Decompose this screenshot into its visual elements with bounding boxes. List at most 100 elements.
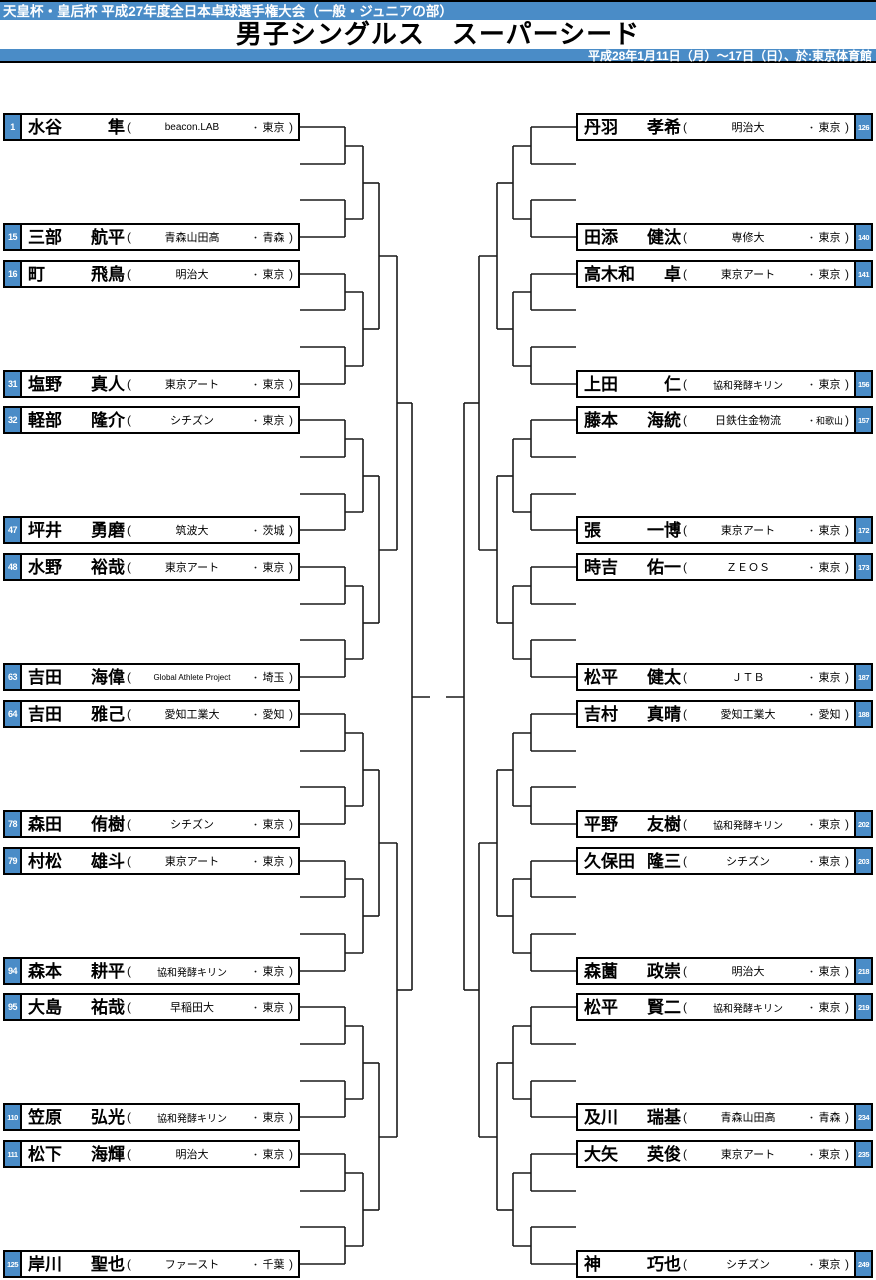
region: 青森 bbox=[262, 232, 285, 244]
paren-close: ) bbox=[289, 1147, 293, 1161]
affiliation: 協和発酵キリン bbox=[712, 820, 783, 832]
player-name: 吉村真晴 bbox=[584, 704, 681, 724]
paren-close: ) bbox=[289, 413, 293, 427]
player-info: 軽部隆介(シチズン・東京) bbox=[22, 408, 298, 432]
paren-close: ) bbox=[289, 817, 293, 831]
paren-close: ) bbox=[289, 377, 293, 391]
affiliation: 東京アート bbox=[720, 525, 776, 537]
player-info: 松下海輝(明治大・東京) bbox=[22, 1142, 298, 1166]
player-name: 村松雄斗 bbox=[28, 851, 125, 871]
affiliation: 明治大 bbox=[731, 966, 765, 978]
separator-dot: ・ bbox=[806, 415, 816, 426]
paren-open: ( bbox=[683, 413, 687, 427]
separator-dot: ・ bbox=[250, 269, 260, 280]
seed-number: 64 bbox=[5, 702, 22, 726]
player-info: 塩野真人(東京アート・東京) bbox=[22, 372, 298, 396]
player-name: 久保田隆三 bbox=[584, 851, 681, 871]
separator-dot: ・ bbox=[806, 269, 816, 280]
region: 東京 bbox=[262, 1112, 285, 1124]
tournament-name-bar: 天皇杯・皇后杯 平成27年度全日本卓球選手権大会（一般・ジュニアの部） bbox=[0, 0, 876, 20]
affiliation: 東京アート bbox=[164, 379, 220, 391]
player-info: 上田仁(協和発酵キリン・東京) bbox=[578, 372, 854, 396]
paren-open: ( bbox=[127, 230, 131, 244]
region: 東京 bbox=[818, 379, 841, 391]
paren-close: ) bbox=[289, 560, 293, 574]
separator-dot: ・ bbox=[250, 966, 260, 977]
player-name: 上田仁 bbox=[584, 374, 681, 394]
seed-number: 187 bbox=[854, 665, 871, 689]
paren-close: ) bbox=[845, 377, 849, 391]
player-info: 村松雄斗(東京アート・東京) bbox=[22, 849, 298, 873]
paren-open: ( bbox=[683, 964, 687, 978]
paren-open: ( bbox=[127, 1000, 131, 1014]
seed-number: 157 bbox=[854, 408, 871, 432]
paren-open: ( bbox=[683, 377, 687, 391]
region: 東京 bbox=[818, 966, 841, 978]
paren-open: ( bbox=[127, 1147, 131, 1161]
separator-dot: ・ bbox=[250, 856, 260, 867]
player-info: 張一博(東京アート・東京) bbox=[578, 518, 854, 542]
region: 青森 bbox=[818, 1112, 841, 1124]
seed-number: 15 bbox=[5, 225, 22, 249]
player-info: 吉田海偉(Global Athlete Project・埼玉) bbox=[22, 665, 298, 689]
separator-dot: ・ bbox=[250, 562, 260, 573]
paren-open: ( bbox=[127, 670, 131, 684]
player-name: 岸川聖也 bbox=[28, 1254, 125, 1274]
player-info: 時吉佑一(ＺＥＯＳ・東京) bbox=[578, 555, 854, 579]
player-name: 松平健太 bbox=[584, 667, 681, 687]
player-info: 吉村真晴(愛知工業大・愛知) bbox=[578, 702, 854, 726]
player-info: 水野裕哉(東京アート・東京) bbox=[22, 555, 298, 579]
player-info: 岸川聖也(ファースト・千葉) bbox=[22, 1252, 298, 1276]
region: 東京 bbox=[262, 1149, 285, 1161]
seed-number: 173 bbox=[854, 555, 871, 579]
affiliation: 愛知工業大 bbox=[720, 709, 776, 721]
separator-dot: ・ bbox=[806, 232, 816, 243]
affiliation: ＪＴＢ bbox=[731, 672, 765, 684]
separator-dot: ・ bbox=[250, 379, 260, 390]
paren-open: ( bbox=[683, 817, 687, 831]
player-name: 及川瑞基 bbox=[584, 1107, 681, 1127]
region: 茨城 bbox=[262, 525, 285, 537]
paren-close: ) bbox=[289, 1110, 293, 1124]
seed-number: 218 bbox=[854, 959, 871, 983]
paren-open: ( bbox=[127, 964, 131, 978]
region: 千葉 bbox=[262, 1259, 285, 1271]
separator-dot: ・ bbox=[250, 415, 260, 426]
player-info: 三部航平(青森山田高・青森) bbox=[22, 225, 298, 249]
paren-open: ( bbox=[683, 267, 687, 281]
player-name: 松平賢二 bbox=[584, 997, 681, 1017]
player-info: 森本耕平(協和発酵キリン・東京) bbox=[22, 959, 298, 983]
seed-number: 94 bbox=[5, 959, 22, 983]
paren-open: ( bbox=[683, 1110, 687, 1124]
region: 東京 bbox=[262, 819, 285, 831]
seed-number: 141 bbox=[854, 262, 871, 286]
separator-dot: ・ bbox=[250, 525, 260, 536]
region: 東京 bbox=[818, 1002, 841, 1014]
affiliation: シチズン bbox=[725, 856, 770, 868]
player-info: 大矢英俊(東京アート・東京) bbox=[578, 1142, 854, 1166]
player-name: 吉田海偉 bbox=[28, 667, 125, 687]
paren-open: ( bbox=[683, 120, 687, 134]
player-name: 町飛鳥 bbox=[28, 264, 125, 284]
region: 東京 bbox=[818, 1259, 841, 1271]
paren-close: ) bbox=[845, 120, 849, 134]
paren-close: ) bbox=[289, 523, 293, 537]
player-name: 大島祐哉 bbox=[28, 997, 125, 1017]
affiliation: 筑波大 bbox=[175, 525, 209, 537]
player-name: 森本耕平 bbox=[28, 961, 125, 981]
affiliation: 明治大 bbox=[731, 122, 765, 134]
player-name: 高木和卓 bbox=[584, 264, 681, 284]
player-info: 松平健太(ＪＴＢ・東京) bbox=[578, 665, 854, 689]
separator-dot: ・ bbox=[250, 232, 260, 243]
paren-close: ) bbox=[289, 670, 293, 684]
